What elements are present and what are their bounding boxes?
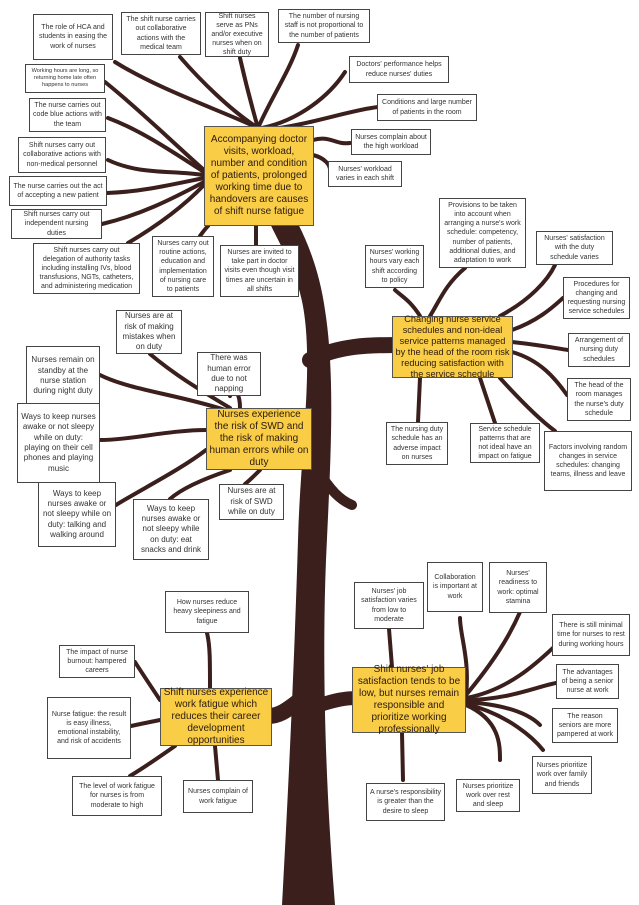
leaf-box: Nurses carry out routine actions, educat… <box>152 236 214 297</box>
leaf-box: A nurse's responsibility is greater than… <box>366 783 445 821</box>
leaf-box: Arrangement of nursing duty schedules <box>568 333 630 367</box>
leaf-box: Nurses' readiness to work: optimal stami… <box>489 562 547 613</box>
theme-box-work-fatigue-career: Shift nurses experience work fatigue whi… <box>160 687 272 746</box>
leaf-box: Nurses' workload varies in each shift <box>328 161 402 187</box>
twigs <box>98 43 570 782</box>
leaf-box: Provisions to be taken into account when… <box>439 198 526 268</box>
leaf-box: Nurses prioritize work over family and f… <box>532 756 592 794</box>
leaf-box: The nursing duty schedule has an adverse… <box>386 422 448 465</box>
leaf-box: There was human error due to not napping <box>197 352 261 396</box>
leaf-box: Nurses' satisfaction with the duty sched… <box>536 231 613 265</box>
leaf-box: Nurse fatigue: the result is easy illnes… <box>47 697 131 759</box>
leaf-box: Nurses are invited to take part in docto… <box>220 245 299 297</box>
leaf-box: Working hours are long, so returning hom… <box>25 64 105 93</box>
theme-box-service-schedules: Changing nurse service schedules and non… <box>392 314 513 379</box>
leaf-box: The reason seniors are more pampered at … <box>552 708 618 743</box>
leaf-box: Nurses' job satisfaction varies from low… <box>354 582 424 629</box>
leaf-box: Collaboration is important at work <box>427 562 483 612</box>
leaf-box: Ways to keep nurses awake or not sleepy … <box>133 499 209 560</box>
leaf-box: The role of HCA and students in easing t… <box>33 14 113 60</box>
leaf-box: The head of the room manages the nurse's… <box>567 378 631 421</box>
leaf-box: The level of work fatigue for nurses is … <box>72 776 162 816</box>
theme-box-swd-risk: Nurses experience the risk of SWD and th… <box>206 408 312 470</box>
leaf-box: Ways to keep nurses awake or not sleepy … <box>38 482 116 547</box>
leaf-box: Nurses prioritize work over rest and sle… <box>456 779 520 812</box>
leaf-box: Shift nurses carry out delegation of aut… <box>33 243 140 294</box>
leaf-box: Doctors' performance helps reduce nurses… <box>349 56 449 83</box>
tree-trunk <box>262 200 335 905</box>
theme-box-fatigue-causes: Accompanying doctor visits, workload, nu… <box>204 126 314 226</box>
leaf-box: The impact of nurse burnout: hampered ca… <box>59 645 135 678</box>
leaf-box: Shift nurses carry out independent nursi… <box>11 209 102 239</box>
leaf-box: Nurses remain on standby at the nurse st… <box>26 346 100 406</box>
leaf-box: There is still minimal time for nurses t… <box>552 614 630 656</box>
leaf-box: The nurse carries out code blue actions … <box>29 98 106 132</box>
leaf-box: Nurses are at risk of SWD while on duty <box>219 484 284 520</box>
leaf-box: Shift nurses carry out collaborative act… <box>18 137 106 173</box>
leaf-box: Procedures for changing and requesting n… <box>563 277 630 319</box>
leaf-box: The number of nursing staff is not propo… <box>278 9 370 43</box>
tree-branches <box>260 337 406 724</box>
leaf-box: Ways to keep nurses awake or not sleepy … <box>17 403 100 483</box>
leaf-box: Service schedule patterns that are not i… <box>470 423 540 463</box>
leaf-box: The advantages of being a senior nurse a… <box>556 664 619 699</box>
leaf-box: Nurses complain of work fatigue <box>183 780 253 813</box>
leaf-box: Nurses complain about the high workload <box>351 129 431 155</box>
leaf-box: The shift nurse carries out collaborativ… <box>121 12 201 55</box>
leaf-box: Nurses are at risk of making mistakes wh… <box>116 310 182 354</box>
leaf-box: How nurses reduce heavy sleepiness and f… <box>165 591 249 633</box>
leaf-box: The nurse carries out the act of accepti… <box>9 176 107 206</box>
leaf-box: Factors involving random changes in serv… <box>544 431 632 491</box>
theme-box-job-satisfaction: Shift nurses' job satisfaction tends to … <box>352 664 466 735</box>
leaf-box: Conditions and large number of patients … <box>377 94 477 121</box>
leaf-box: Nurses' working hours vary each shift ac… <box>365 245 424 288</box>
leaf-box: Shift nurses serve as PNs and/or executi… <box>205 12 269 57</box>
